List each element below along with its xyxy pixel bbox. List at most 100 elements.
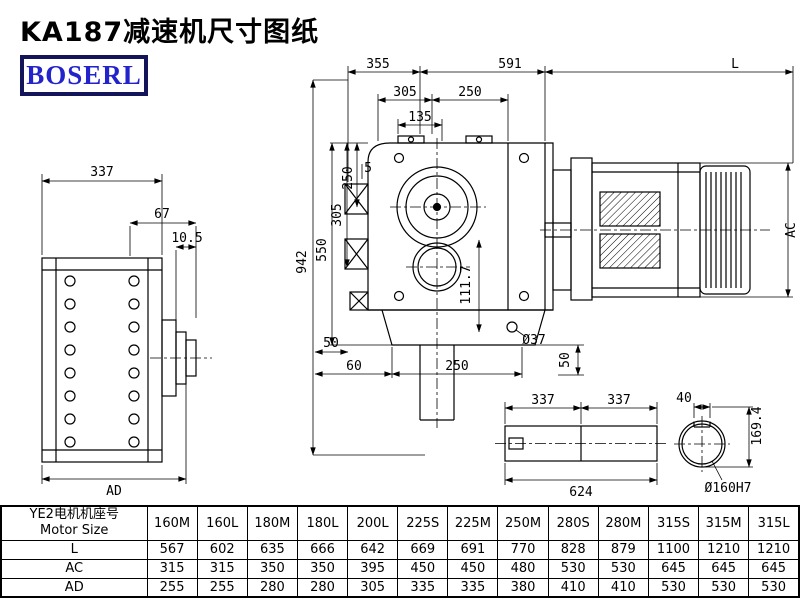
cell: 280: [296, 577, 349, 598]
side-view: [41, 257, 212, 463]
dim-side-ad: AD: [106, 484, 122, 499]
cell: 530: [748, 577, 800, 598]
dim-v5: 5: [364, 161, 372, 176]
dim-side-67: 67: [154, 207, 170, 222]
row-label: AD: [0, 577, 148, 598]
cell: 480: [497, 558, 549, 579]
front-view-dims: 355 591 L 305 250 135 942 550 305 250 5 …: [295, 57, 799, 456]
col-header: 315S: [647, 505, 700, 541]
row-label: L: [0, 539, 148, 560]
dimension-table: YE2电机机座号 Motor Size 160M 160L 180M 180L …: [0, 505, 800, 598]
cell: 828: [547, 539, 599, 560]
cell: 530: [698, 577, 750, 598]
cell: 450: [447, 558, 499, 579]
col-header: 225M: [447, 505, 499, 541]
cell: 305: [347, 577, 399, 598]
col-header: 280M: [597, 505, 649, 541]
dim-shaft-40: 40: [676, 391, 692, 406]
table-header-row: YE2电机机座号 Motor Size 160M 160L 180M 180L …: [0, 505, 800, 541]
cell: 450: [397, 558, 449, 579]
col-header: 315M: [698, 505, 750, 541]
dim-top-L: L: [731, 57, 739, 72]
cell: 530: [647, 577, 700, 598]
cell: 395: [347, 558, 399, 579]
col-header: 280S: [547, 505, 599, 541]
cell: 645: [748, 558, 800, 579]
motor-size-header-cn: YE2电机机座号: [29, 507, 119, 522]
cell: 602: [196, 539, 248, 560]
cell: 567: [146, 539, 198, 560]
table-row-L: L 567 602 635 666 642 669 691 770 828 87…: [0, 539, 800, 560]
brand-logo-text: BOSERL: [26, 60, 142, 90]
cell: 315: [196, 558, 248, 579]
dim-shaft-169-4: 169.4: [750, 406, 765, 445]
cell: 645: [647, 558, 700, 579]
cell: 770: [497, 539, 549, 560]
cell: 669: [397, 539, 449, 560]
col-header: 200L: [347, 505, 399, 541]
cell: 530: [597, 558, 649, 579]
dim-b60: 60: [346, 359, 362, 374]
cell: 410: [547, 577, 599, 598]
cell: 255: [196, 577, 248, 598]
motor: [540, 157, 770, 301]
col-header: 160M: [146, 505, 198, 541]
dim-942: 942: [295, 250, 310, 273]
cell: 635: [246, 539, 298, 560]
table-row-AC: AC 315 315 350 350 395 450 450 480 530 5…: [0, 558, 800, 579]
technical-drawing: 337 67 10.5 AD: [41, 57, 799, 500]
dim-250: 250: [458, 85, 481, 100]
dim-top-591: 591: [498, 57, 521, 72]
dim-dia37: Ø37: [522, 333, 545, 348]
table-row-AD: AD 255 255 280 280 305 335 335 380 410 4…: [0, 577, 800, 598]
brand-logo: BOSERL: [20, 55, 148, 96]
cell: 410: [597, 577, 649, 598]
dim-shaft-337-left: 337: [531, 393, 554, 408]
dim-shaft-624: 624: [569, 485, 593, 500]
col-header: 250M: [497, 505, 549, 541]
dim-550: 550: [315, 238, 330, 261]
shaft-section-view: [674, 416, 730, 472]
shaft-section-dims: 40 169.4 Ø160H7: [676, 391, 765, 496]
cell: 642: [347, 539, 399, 560]
front-view-housing: [344, 135, 554, 428]
dim-v250: 250: [341, 166, 356, 189]
col-header: 180M: [246, 505, 298, 541]
cell: 691: [447, 539, 499, 560]
cell: 255: [146, 577, 198, 598]
cell: 1100: [647, 539, 700, 560]
dim-top-355: 355: [366, 57, 389, 72]
dim-side-10-5: 10.5: [171, 231, 202, 246]
col-header: 225S: [397, 505, 449, 541]
dim-v305: 305: [330, 203, 345, 226]
motor-size-header-en: Motor Size: [40, 523, 109, 539]
cell: 350: [246, 558, 298, 579]
cell: 350: [296, 558, 349, 579]
dim-side-337: 337: [90, 165, 113, 180]
page-title: KA187减速机尺寸图纸: [20, 17, 320, 48]
row-label: AC: [0, 558, 148, 579]
dim-b250: 250: [445, 359, 468, 374]
cell: 380: [497, 577, 549, 598]
shaft-side-dims: 337 337 624: [504, 393, 658, 500]
cell: 879: [597, 539, 649, 560]
dim-ac: AC: [784, 222, 799, 238]
dim-305: 305: [393, 85, 416, 100]
cell: 645: [698, 558, 750, 579]
cell: 1210: [698, 539, 750, 560]
cell: 315: [146, 558, 198, 579]
dim-shaft-dia160: Ø160H7: [705, 481, 752, 496]
dimension-table-wrap: YE2电机机座号 Motor Size 160M 160L 180M 180L …: [0, 505, 800, 598]
dim-shaft-337-right: 337: [607, 393, 630, 408]
dim-r50: 50: [558, 352, 573, 368]
dim-135: 135: [408, 110, 431, 125]
side-view-dims: 337 67 10.5 AD: [41, 165, 203, 499]
shaft-side-view: [495, 425, 667, 462]
motor-size-header: YE2电机机座号 Motor Size: [0, 505, 148, 541]
cell: 280: [246, 577, 298, 598]
dim-b50: 50: [323, 336, 339, 351]
cell: 666: [296, 539, 349, 560]
cell: 1210: [748, 539, 800, 560]
dim-111-7: 111.7: [459, 265, 474, 304]
